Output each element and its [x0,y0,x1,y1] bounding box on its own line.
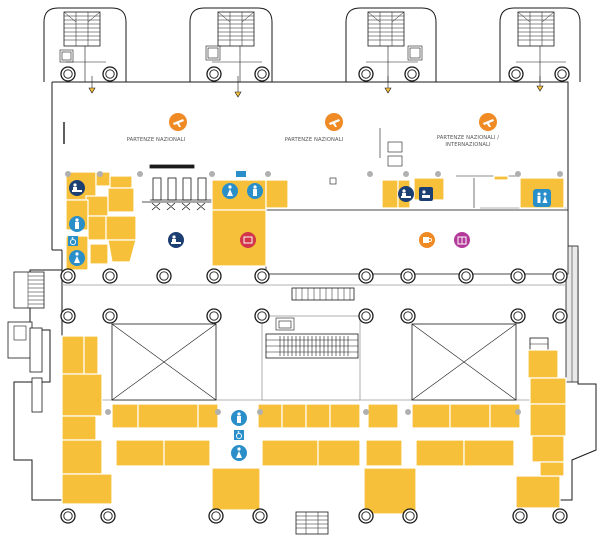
gate-pod-2 [189,7,273,82]
atrium-void-west [111,323,217,401]
information-desk-icon[interactable] [69,180,85,196]
departures-label-right-1: PARTENZE NAZIONALI / [437,135,499,141]
security-lanes [142,164,212,211]
information-desk-icon[interactable] [398,186,414,202]
family-toilet-icon[interactable] [533,189,551,207]
central-hall-block [265,209,569,275]
women-toilet-icon[interactable] [231,445,247,461]
shops [61,171,567,515]
departures-label-left: PARTENZE NAZIONALI [127,137,186,143]
wheelchair-icon[interactable] [236,171,246,177]
south-stairs [295,511,329,535]
shop-icon[interactable] [240,232,256,248]
pharmacy-icon[interactable] [454,232,470,248]
gate-markers [88,76,544,98]
departures-plane-icon[interactable] [479,113,497,131]
women-toilet-icon[interactable] [69,250,85,266]
wheelchair-icon[interactable] [68,236,78,246]
wheelchair-icon[interactable] [234,430,244,440]
west-stairs [7,271,45,413]
departures-label-right-2: INTERNAZIONALI [445,142,491,148]
terminal-outline [13,81,597,501]
baby-change-icon[interactable] [419,187,433,201]
gate-pod-3 [345,7,437,82]
men-toilet-icon[interactable] [231,410,247,426]
departures-plane-icon[interactable] [169,113,187,131]
atrium-void-east [411,323,517,401]
women-toilet-icon[interactable] [222,183,238,199]
gate-pod-1 [43,7,127,82]
men-toilet-icon[interactable] [247,183,263,199]
central-escalators [261,315,361,401]
departures-label-center: PARTENZE NAZIONALI [285,137,344,143]
cafe-icon[interactable] [419,232,435,248]
men-toilet-icon[interactable] [69,216,85,232]
information-desk-icon[interactable] [168,232,184,248]
departures-plane-icon[interactable] [325,113,343,131]
floor-dots [65,171,563,415]
